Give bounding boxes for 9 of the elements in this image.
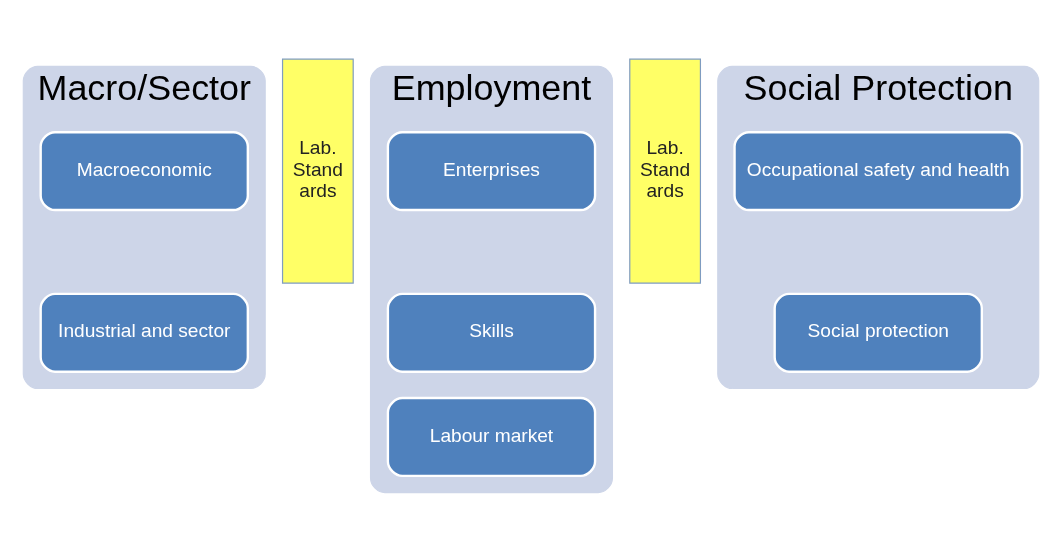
node-box: Social protection [773,292,983,373]
node-box: Lab. Stand ards [281,58,354,284]
node-box: Labour market [386,396,597,477]
node-box: Lab. Stand ards [629,58,702,284]
node-box: Skills [386,292,597,373]
node-box: Occupational safety and health [733,130,1024,211]
node-box: Macroeconomic [39,130,249,211]
node-box: Industrial and sector [39,292,249,373]
node-box: Enterprises [386,130,597,211]
